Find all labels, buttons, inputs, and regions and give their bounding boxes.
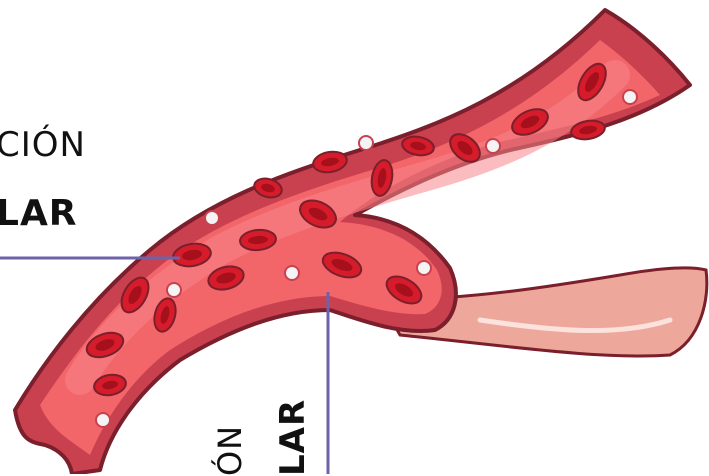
callout-1-line-2: LAR xyxy=(0,196,78,232)
white-cell xyxy=(359,136,373,150)
callout-2-line-1: ÓN xyxy=(214,425,246,476)
white-cell xyxy=(417,261,431,275)
white-cell xyxy=(167,283,181,297)
white-cell xyxy=(623,90,637,104)
white-cell xyxy=(96,413,110,427)
callout-1-line-1: CIÓN xyxy=(0,128,86,162)
white-cell xyxy=(205,211,219,225)
callout-2-line-2: LAR xyxy=(276,399,310,476)
white-cell xyxy=(285,266,299,280)
white-cell xyxy=(486,139,500,153)
